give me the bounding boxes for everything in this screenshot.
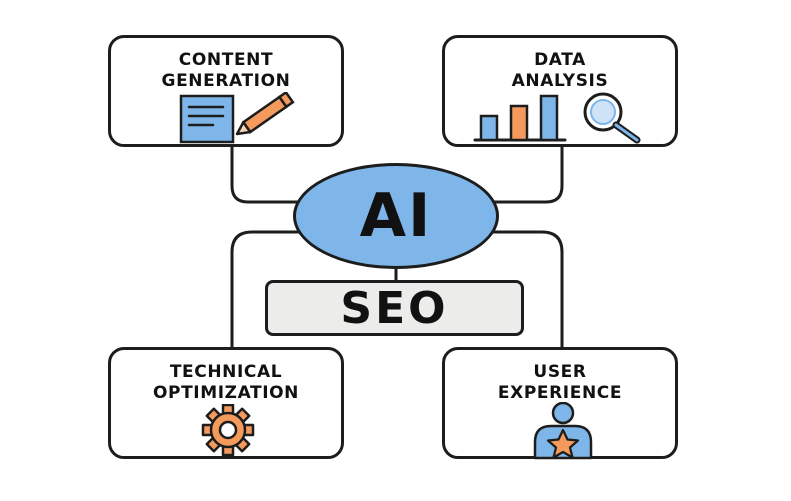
card-title: TECHNICAL OPTIMIZATION: [111, 362, 341, 404]
connector-ai-to-ux: [490, 230, 564, 349]
seo-label: SEO: [340, 282, 449, 334]
ai-label: AI: [359, 181, 433, 251]
card-user-experience: USER EXPERIENCE: [442, 347, 678, 460]
card-title-line1: DATA: [534, 50, 586, 70]
card-title-line2: GENERATION: [161, 71, 291, 91]
connector-content-to-ai: [230, 145, 302, 204]
gear-icon: [201, 404, 255, 456]
card-title-line1: CONTENT: [178, 50, 274, 70]
ai-center-node: AI: [293, 163, 499, 269]
card-technical-optimization: TECHNICAL OPTIMIZATION: [108, 347, 344, 459]
document-pencil-icon: [179, 92, 295, 144]
card-title: CONTENT GENERATION: [111, 50, 341, 92]
user-star-icon: [533, 402, 593, 460]
card-data-analysis: DATA ANALYSIS: [442, 35, 678, 147]
card-title: USER EXPERIENCE: [445, 362, 675, 404]
card-title-line2: EXPERIENCE: [497, 383, 623, 403]
bar-chart-magnifier-icon: [473, 92, 641, 144]
card-title-line1: TECHNICAL: [169, 362, 283, 382]
connector-ai-to-technical: [230, 230, 302, 349]
card-content-generation: CONTENT GENERATION: [108, 35, 344, 147]
card-title-line2: OPTIMIZATION: [152, 383, 300, 403]
card-title: DATA ANALYSIS: [445, 50, 675, 92]
connector-data-to-ai: [490, 145, 564, 204]
seo-banner: SEO: [265, 280, 524, 336]
card-title-line1: USER: [533, 362, 587, 382]
card-title-line2: ANALYSIS: [511, 71, 609, 91]
